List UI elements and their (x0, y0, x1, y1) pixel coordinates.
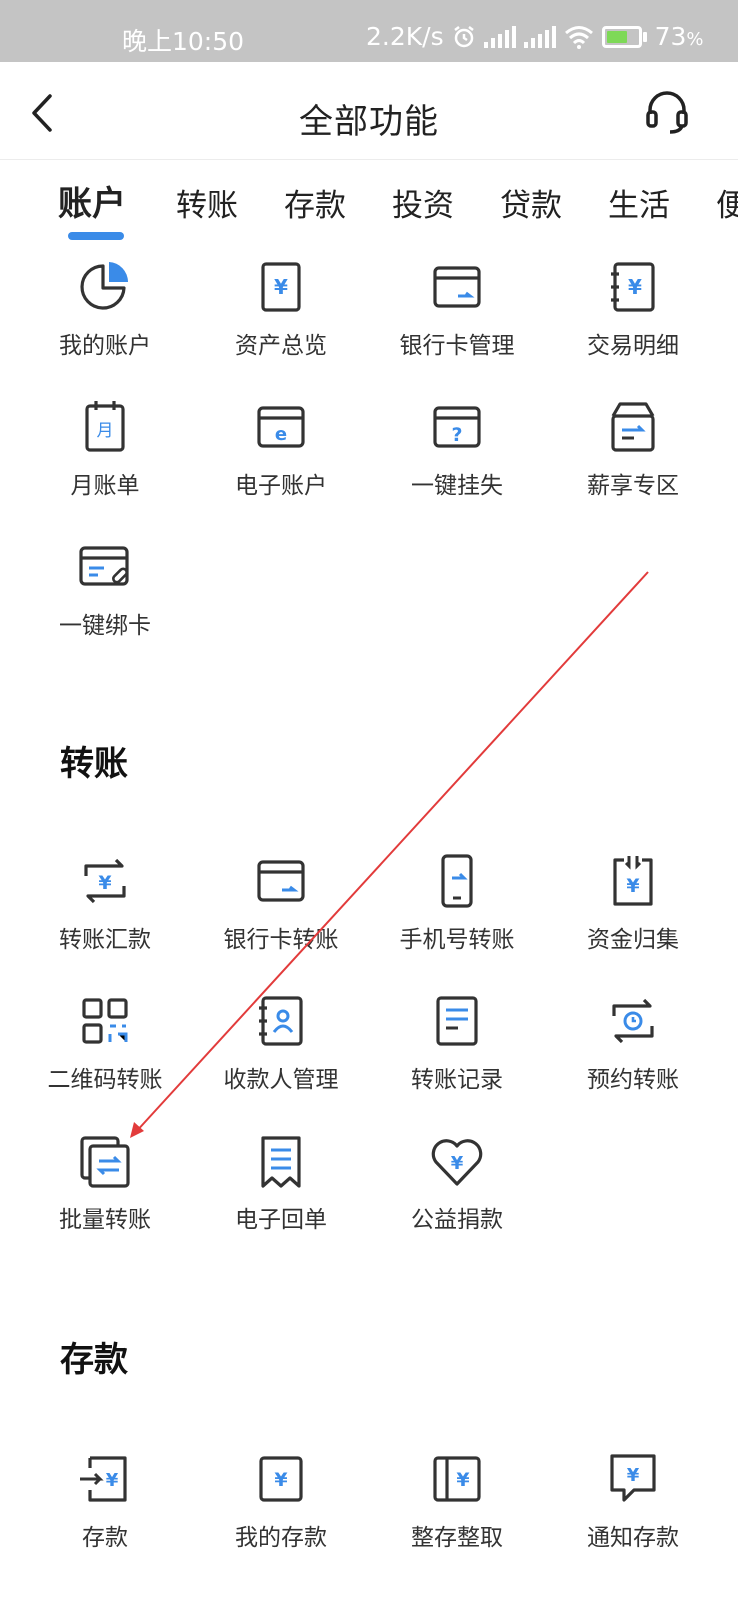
svg-text:¥: ¥ (628, 275, 642, 299)
tab-more[interactable]: 便 (716, 188, 738, 224)
grid-item-bank-card-transfer[interactable]: 银行卡转账 (193, 852, 369, 954)
grid-item-transfer-remit[interactable]: ¥ 转账汇款 (17, 852, 193, 954)
yuan-notebook-icon: ¥ (611, 262, 655, 312)
receipt-icon (261, 1136, 301, 1188)
phone-icon (441, 854, 473, 908)
grid-item-charity-donation[interactable]: ¥ 公益捐款 (369, 1132, 545, 1234)
status-time: 晚上10:50 (122, 27, 245, 56)
headset-icon[interactable] (644, 88, 690, 136)
bank-card-icon (257, 860, 305, 902)
grid-item-asset-overview[interactable]: ¥ 资产总览 (193, 258, 369, 360)
svg-text:¥: ¥ (627, 1465, 640, 1486)
yuan-book-icon: ¥ (433, 1456, 481, 1502)
status-right: 2.2K/s 73% (366, 22, 704, 51)
grid-item-e-receipt[interactable]: 电子回单 (193, 1132, 369, 1234)
active-tab-indicator (68, 232, 124, 240)
svg-text:¥: ¥ (98, 872, 111, 894)
svg-text:¥: ¥ (626, 875, 639, 897)
svg-text:e: e (275, 424, 287, 445)
grid-item-qr-transfer[interactable]: 二维码转账 (17, 992, 193, 1094)
yuan-message-icon: ¥ (610, 1454, 656, 1502)
grid-item-phone-transfer[interactable]: 手机号转账 (369, 852, 545, 954)
hd-signal-icon (523, 25, 556, 48)
yuan-cycle-transfer-icon: ¥ (84, 858, 126, 904)
network-speed: 2.2K/s (366, 22, 444, 51)
grid-item-salary-zone[interactable]: 薪享专区 (545, 398, 721, 500)
grid-item-monthly-bill[interactable]: 月 月账单 (17, 398, 193, 500)
grid-item-transfer-record[interactable]: 转账记录 (369, 992, 545, 1094)
salary-box-icon (611, 402, 655, 452)
section-title-transfer: 转账 (60, 744, 128, 784)
grid-item-e-account[interactable]: e 电子账户 (193, 398, 369, 500)
grid-item-scheduled-transfer[interactable]: 预约转账 (545, 992, 721, 1094)
grid-item-bind-card[interactable]: 一键绑卡 (17, 538, 193, 640)
tab-account[interactable]: 账户 (58, 184, 126, 224)
wifi-icon (564, 25, 593, 49)
tab-deposit[interactable]: 存款 (284, 188, 346, 224)
svg-text:¥: ¥ (274, 275, 288, 299)
grid-item-deposit[interactable]: ¥ 存款 (17, 1450, 193, 1552)
svg-text:¥: ¥ (106, 1470, 119, 1491)
svg-text:¥: ¥ (451, 1153, 464, 1174)
grid-item-fund-collect[interactable]: ¥ 资金归集 (545, 852, 721, 954)
svg-text:?: ? (451, 424, 462, 446)
record-list-icon (436, 996, 478, 1046)
battery-icon (601, 25, 647, 48)
chevron-left-icon[interactable] (26, 92, 62, 134)
tab-loan[interactable]: 贷款 (500, 188, 562, 224)
page-title: 全部功能 (299, 102, 439, 142)
grid-item-notice-deposit[interactable]: ¥ 通知存款 (545, 1450, 721, 1552)
card-link-icon (79, 546, 129, 586)
grid-item-bank-card-manage[interactable]: 银行卡管理 (369, 258, 545, 360)
card-question-icon: ? (433, 406, 481, 448)
section-title-deposit: 存款 (60, 1340, 128, 1380)
pie-chart-icon (80, 262, 129, 310)
svg-text:月: 月 (97, 421, 114, 441)
heart-yuan-icon: ¥ (431, 1139, 483, 1186)
bank-card-icon (433, 266, 481, 308)
batch-transfer-icon (80, 1136, 130, 1188)
tab-invest[interactable]: 投资 (392, 188, 454, 224)
grid-item-transaction-detail[interactable]: ¥ 交易明细 (545, 258, 721, 360)
qr-code-icon (82, 998, 128, 1044)
category-tabs: 账户 转账 存款 投资 贷款 生活 便 (0, 170, 738, 250)
yuan-document-icon: ¥ (261, 262, 301, 312)
contact-book-icon (259, 996, 303, 1046)
tab-life[interactable]: 生活 (608, 188, 670, 224)
deposit-in-icon: ¥ (80, 1456, 127, 1502)
battery-level: 73% (654, 22, 704, 51)
page-header: 全部功能 (0, 62, 738, 160)
signal-icon (483, 25, 516, 48)
svg-text:¥: ¥ (456, 1469, 469, 1491)
grid-item-lump-sum-deposit[interactable]: ¥ 整存整取 (369, 1450, 545, 1552)
e-account-card-icon: e (257, 406, 305, 448)
svg-text:¥: ¥ (274, 1469, 287, 1491)
calendar-month-icon: 月 (85, 401, 125, 452)
grid-item-payee-manage[interactable]: 收款人管理 (193, 992, 369, 1094)
status-bar: 晚上10:50 2.2K/s 73% (0, 0, 738, 62)
grid-item-report-loss[interactable]: ? 一键挂失 (369, 398, 545, 500)
alarm-icon (453, 25, 474, 47)
grid-item-my-account[interactable]: 我的账户 (17, 258, 193, 360)
grid-item-my-deposit[interactable]: ¥ 我的存款 (193, 1450, 369, 1552)
fund-collect-icon: ¥ (613, 856, 653, 906)
yuan-document-icon: ¥ (259, 1456, 303, 1502)
tab-transfer[interactable]: 转账 (176, 188, 238, 224)
clock-cycle-icon (612, 998, 654, 1044)
grid-item-batch-transfer[interactable]: 批量转账 (17, 1132, 193, 1234)
